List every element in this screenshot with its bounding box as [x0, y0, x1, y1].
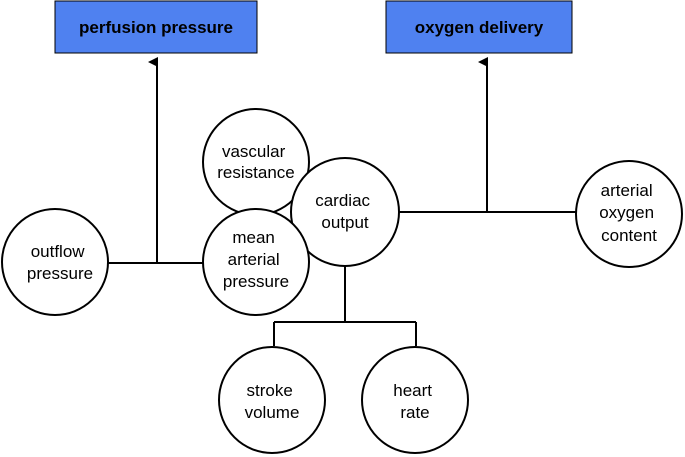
oxygen-delivery-label: oxygen delivery	[415, 18, 544, 37]
node-outflow-pressure-line-2: pressure	[27, 264, 93, 283]
node-mean-arterial-pressure-label: mean arterial pressure	[223, 228, 289, 291]
perfusion-pressure-label: perfusion pressure	[79, 18, 233, 37]
node-mean-arterial-pressure-circle	[202, 208, 310, 316]
node-stroke-volume-circle	[218, 346, 326, 454]
node-stroke-volume-line-2: volume	[245, 403, 300, 422]
node-mean-arterial-pressure-line-1: mean	[232, 228, 275, 247]
perfusion-pressure-box: perfusion pressure	[54, 0, 258, 54]
node-outflow-pressure-label: outflow pressure	[27, 242, 93, 283]
node-arterial-oxygen-content-line-3: content	[601, 226, 657, 245]
node-arterial-oxygen-content: arterial oxygen content	[575, 160, 683, 268]
node-arterial-oxygen-content-line-2: oxygen	[599, 203, 654, 222]
node-heart-rate-label: heart rate	[393, 381, 436, 422]
node-arterial-oxygen-content-label: arterial oxygen content	[599, 181, 659, 245]
perfusion-pressure-box-bg	[54, 0, 258, 54]
node-arterial-oxygen-content-line-1: arterial	[601, 181, 653, 200]
node-vascular-resistance-line-1: vascular	[222, 142, 286, 161]
node-heart-rate-circle	[361, 346, 469, 454]
node-outflow-pressure: outflow pressure	[1, 208, 109, 316]
node-cardiac-output-label: cardiac output	[315, 191, 375, 232]
oxygen-delivery-box: oxygen delivery	[385, 0, 573, 54]
node-stroke-volume: stroke volume	[218, 346, 326, 454]
node-vascular-resistance-line-2: resistance	[217, 163, 294, 182]
node-cardiac-output-line-1: cardiac	[315, 191, 370, 210]
node-stroke-volume-line-1: stroke	[246, 381, 292, 400]
node-arterial-oxygen-content-circle	[575, 160, 683, 268]
node-vascular-resistance: vascular resistance	[202, 108, 310, 216]
node-cardiac-output: cardiac output	[290, 157, 400, 267]
node-stroke-volume-label: stroke volume	[245, 381, 300, 422]
node-heart-rate-line-1: heart	[393, 381, 432, 400]
edges	[108, 57, 578, 346]
node-mean-arterial-pressure-line-3: pressure	[223, 272, 289, 291]
node-outflow-pressure-line-1: outflow	[31, 242, 86, 261]
node-heart-rate-line-2: rate	[400, 403, 429, 422]
oxygen-delivery-box-bg	[385, 0, 573, 54]
node-heart-rate: heart rate	[361, 346, 469, 454]
node-cardiac-output-circle	[290, 157, 400, 267]
node-cardiac-output-line-2: output	[321, 213, 369, 232]
node-outflow-pressure-circle	[1, 208, 109, 316]
node-vascular-resistance-label: vascular resistance	[217, 142, 294, 182]
node-mean-arterial-pressure-line-2: arterial	[228, 250, 280, 269]
node-mean-arterial-pressure: mean arterial pressure	[202, 208, 310, 316]
